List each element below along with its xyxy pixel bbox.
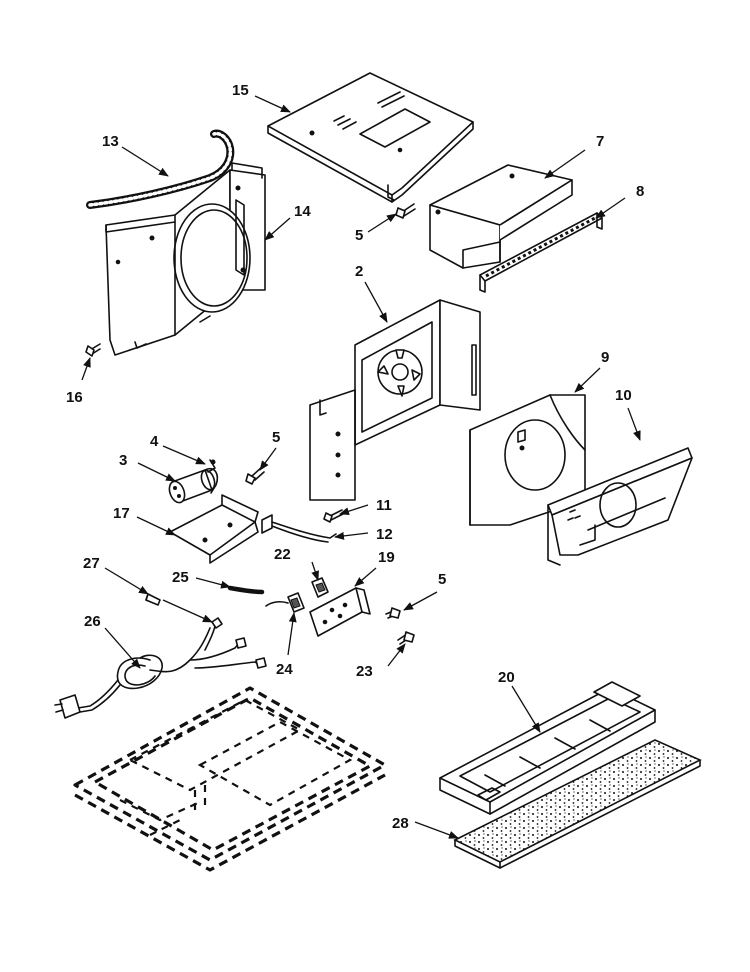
label-8: 8 <box>636 183 644 200</box>
part-17-bracket <box>169 494 259 564</box>
part-5-screw-mid <box>245 466 265 485</box>
part-13-gasket <box>86 129 235 209</box>
part-25-tube <box>227 585 265 595</box>
part-2-partition <box>309 299 481 501</box>
part-10-panel <box>547 447 693 566</box>
part-26-power-cord <box>54 617 267 719</box>
part-12-bracket <box>261 514 337 543</box>
label-19: 19 <box>378 549 395 566</box>
label-7: 7 <box>596 133 604 150</box>
leader-lines <box>81 95 641 839</box>
part-9-housing <box>469 394 586 526</box>
part-16-screw <box>85 343 101 357</box>
part-4-clamp <box>204 459 219 494</box>
label-4: 4 <box>150 433 159 450</box>
label-22: 22 <box>274 546 291 563</box>
part-14-shroud <box>105 162 266 356</box>
part-24-switch <box>265 592 305 613</box>
part-22-switch <box>311 577 329 598</box>
part-3-capacitor <box>168 469 216 504</box>
label-9: 9 <box>601 349 609 366</box>
part-27-screw <box>145 593 161 606</box>
label-15: 15 <box>232 82 249 99</box>
label-13: 13 <box>102 133 119 150</box>
part-20-tray <box>439 681 656 815</box>
label-11: 11 <box>376 497 392 514</box>
base-pan-dashed <box>73 686 387 872</box>
part-5-screw-top <box>395 203 416 219</box>
label-5-lower: 5 <box>438 571 446 588</box>
part-28-filter <box>453 739 702 869</box>
part-7-cover <box>429 164 573 269</box>
label-20: 20 <box>498 669 515 686</box>
label-16: 16 <box>66 389 83 406</box>
label-12: 12 <box>376 526 393 543</box>
label-25: 25 <box>172 569 189 586</box>
label-3: 3 <box>119 452 127 469</box>
label-2: 2 <box>355 263 363 280</box>
part-23-screw <box>397 631 415 645</box>
label-27: 27 <box>83 555 100 572</box>
label-5-top: 5 <box>355 227 363 244</box>
label-28: 28 <box>392 815 409 832</box>
part-11-screw <box>323 509 344 523</box>
label-10: 10 <box>615 387 632 404</box>
label-23: 23 <box>356 663 373 680</box>
part-19-plate <box>309 587 371 637</box>
callout-labels: 15 13 14 7 8 5 2 16 9 10 4 5 3 17 11 12 … <box>66 82 644 832</box>
label-26: 26 <box>84 613 101 630</box>
label-14: 14 <box>294 203 311 220</box>
part-15-top-cover <box>267 72 474 203</box>
label-17: 17 <box>113 505 130 522</box>
label-24: 24 <box>276 661 293 678</box>
label-5-mid: 5 <box>272 429 280 446</box>
part-5-screw-lower <box>385 607 401 619</box>
